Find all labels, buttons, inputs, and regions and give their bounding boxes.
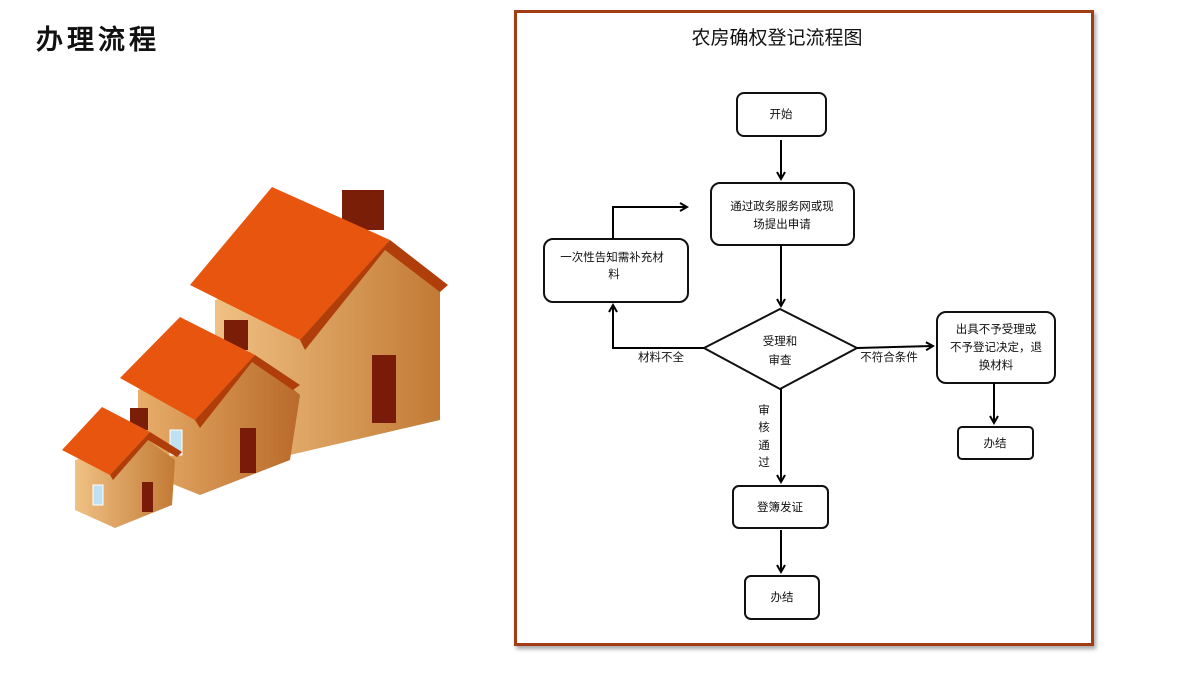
flowchart-title: 农房确权登记流程图 [691, 27, 862, 49]
approved-label-4: 过 [758, 455, 770, 469]
review-label-2: 审查 [769, 353, 792, 367]
houses-illustration [62, 187, 448, 528]
notify-label-1: 一次性告知需补充材 [560, 250, 664, 264]
not-qualified-label: 不符合条件 [860, 350, 918, 364]
reject-label-2: 不予登记决定，退 [950, 340, 1042, 354]
reject-label-1: 出具不予受理或 [956, 322, 1037, 336]
notify-node [543, 238, 689, 303]
done-right-label: 办结 [984, 436, 1007, 450]
register-node [732, 485, 829, 529]
arrow-review-notify [613, 305, 704, 349]
notify-label-2: 料 [608, 267, 620, 281]
review-decision [701, 307, 860, 391]
apply-label-1: 通过政务服务网或现 [730, 199, 834, 213]
incomplete-label: 材料不全 [638, 350, 684, 364]
reject-label-3: 换材料 [979, 358, 1014, 372]
apply-label-2: 场提出申请 [753, 217, 811, 231]
page-title: 办理流程 [36, 25, 160, 56]
reject-node [936, 311, 1056, 384]
approved-label-3: 通 [758, 438, 770, 452]
done-right-node [957, 426, 1034, 460]
approved-label-2: 核 [758, 420, 770, 434]
apply-node [710, 182, 855, 246]
arrow-review-reject [856, 346, 933, 348]
approved-label-1: 审 [758, 403, 770, 417]
review-label-1: 受理和 [763, 334, 798, 348]
start-node [736, 92, 827, 137]
arrow-notify-apply [612, 207, 687, 239]
register-label: 登簿发证 [757, 500, 803, 514]
start-label: 开始 [770, 107, 793, 121]
small-house-icon [62, 407, 182, 528]
done-left-node [744, 575, 820, 620]
done-left-label: 办结 [771, 590, 794, 604]
